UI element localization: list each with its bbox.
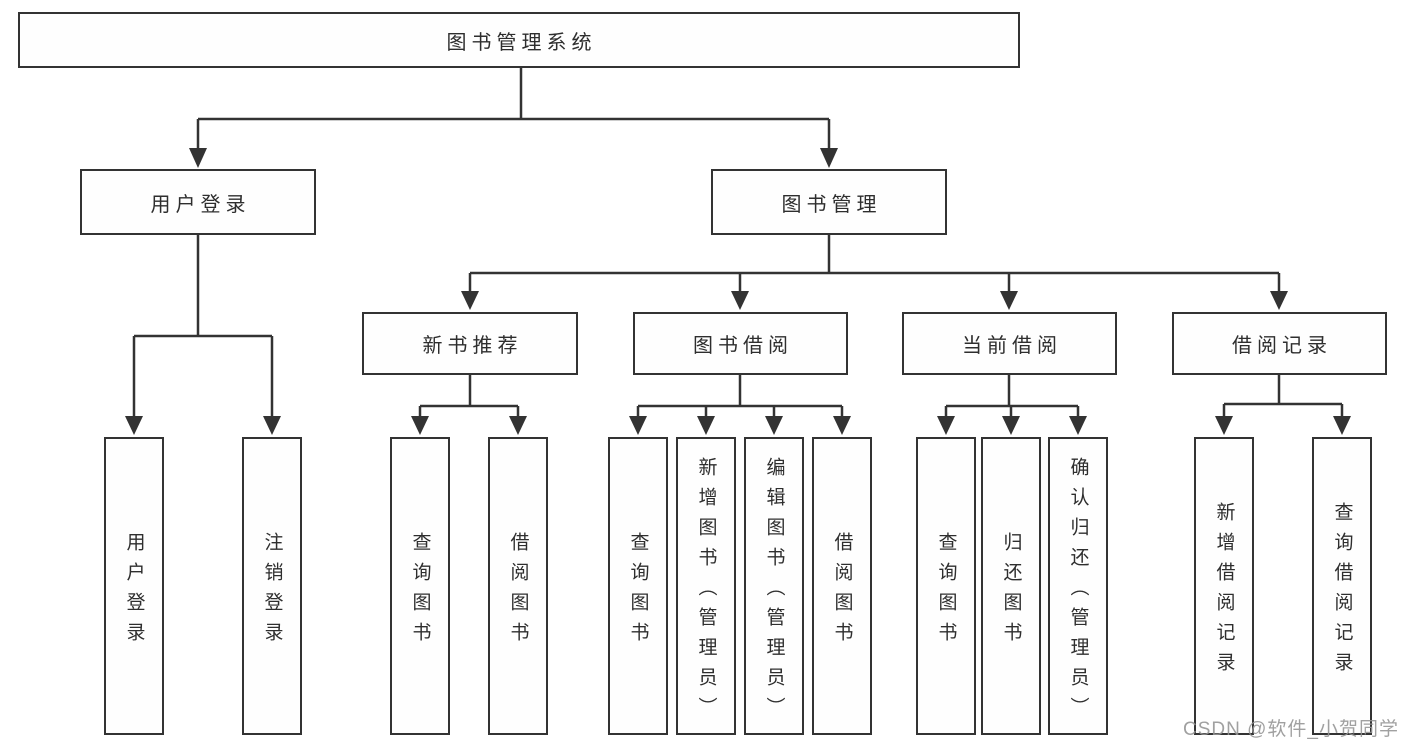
leaf-label: 编辑图书（管理员） <box>763 456 785 727</box>
leaf-user-login: 用户登录 <box>104 437 164 735</box>
leaf-query-borrow-record: 查询借阅记录 <box>1312 437 1372 735</box>
leaf-label: 新增图书（管理员） <box>695 456 717 727</box>
leaf-label: 查询图书 <box>935 531 957 652</box>
leaf-add-borrow-record: 新增借阅记录 <box>1194 437 1254 735</box>
node-book-management: 图书管理 <box>711 169 947 235</box>
leaf-label: 查询借阅记录 <box>1331 501 1353 682</box>
node-current-borrowing: 当前借阅 <box>902 312 1117 375</box>
leaf-borrow-books: 借阅图书 <box>812 437 872 735</box>
leaf-label: 借阅图书 <box>831 531 853 652</box>
leaf-logout: 注销登录 <box>242 437 302 735</box>
leaf-label: 归还图书 <box>1000 531 1022 652</box>
node-root: 图书管理系统 <box>18 12 1020 68</box>
leaf-label: 新增借阅记录 <box>1213 501 1235 682</box>
leaf-confirm-return-admin: 确认归还（管理员） <box>1048 437 1108 735</box>
arrowheads <box>125 148 1351 435</box>
node-book-borrowing: 图书借阅 <box>633 312 848 375</box>
node-new-book-recommend: 新书推荐 <box>362 312 578 375</box>
leaf-edit-book-admin: 编辑图书（管理员） <box>744 437 804 735</box>
leaf-label: 借阅图书 <box>507 531 529 652</box>
leaf-add-book-admin: 新增图书（管理员） <box>676 437 736 735</box>
node-user-login: 用户登录 <box>80 169 316 235</box>
leaf-borrow-books-recommend: 借阅图书 <box>488 437 548 735</box>
leaf-label: 用户登录 <box>123 531 145 652</box>
leaf-label: 确认归还（管理员） <box>1067 456 1089 727</box>
leaf-label: 查询图书 <box>627 531 649 652</box>
leaf-label: 注销登录 <box>261 531 283 652</box>
csdn-watermark: CSDN @软件_小贺同学 <box>1183 719 1399 740</box>
node-borrowing-records: 借阅记录 <box>1172 312 1387 375</box>
leaf-query-books-current: 查询图书 <box>916 437 976 735</box>
leaf-query-books-recommend: 查询图书 <box>390 437 450 735</box>
leaf-query-books-borrowing: 查询图书 <box>608 437 668 735</box>
leaf-return-book: 归还图书 <box>981 437 1041 735</box>
leaf-label: 查询图书 <box>409 531 431 652</box>
